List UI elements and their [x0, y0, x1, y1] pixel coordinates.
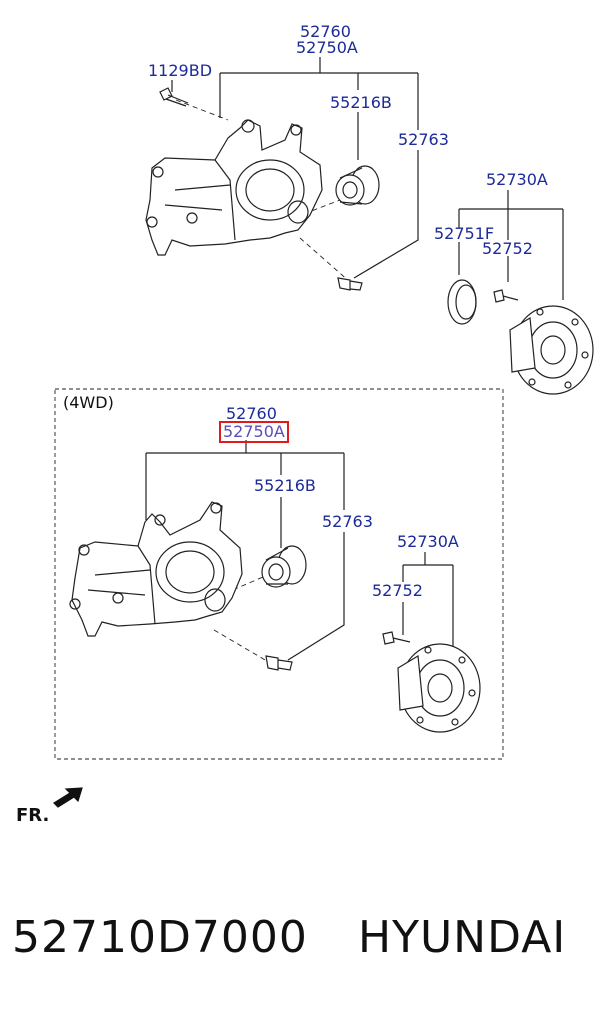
- bolt-52763-top: [337, 277, 363, 291]
- front-arrow-icon: [53, 787, 83, 808]
- stud-52752-fourwd: [382, 631, 411, 645]
- label-52730a-top[interactable]: 52730A: [486, 170, 548, 189]
- footer-part-number: 52710D7000: [12, 912, 308, 963]
- seal-52751f: [447, 279, 477, 325]
- label-52763-fourwd[interactable]: 52763: [322, 512, 373, 531]
- parts-diagram: [53, 57, 594, 808]
- label-52760-fourwd[interactable]: 52760: [226, 404, 277, 423]
- hub-top: [509, 305, 594, 395]
- knuckle-top: [145, 119, 323, 256]
- label-1129bd[interactable]: 1129BD: [148, 61, 213, 80]
- fourwd-box: [54, 388, 504, 760]
- stud-52752-top: [493, 289, 519, 303]
- front-direction-label: FR.: [16, 805, 50, 826]
- label-55216b-top[interactable]: 55216B: [330, 93, 392, 112]
- label-52750a-top[interactable]: 52750A: [296, 38, 358, 57]
- bolt-52763-fourwd: [265, 655, 293, 671]
- label-52763-top[interactable]: 52763: [398, 130, 449, 149]
- knuckle-fourwd: [69, 501, 243, 637]
- bushing-top: [335, 165, 380, 206]
- top-leader-lines: [171, 57, 564, 300]
- label-52752-fourwd[interactable]: 52752: [372, 581, 423, 600]
- hub-fourwd: [397, 643, 481, 733]
- label-52752-top[interactable]: 52752: [482, 239, 533, 258]
- label-55216b-fourwd[interactable]: 55216B: [254, 476, 316, 495]
- label-52751f[interactable]: 52751F: [434, 224, 495, 243]
- label-52750a-fourwd-highlighted[interactable]: 52750A: [219, 421, 289, 443]
- label-52730a-fourwd[interactable]: 52730A: [397, 532, 459, 551]
- fourwd-title: (4WD): [63, 393, 114, 412]
- label-52760-top[interactable]: 52760: [300, 22, 351, 41]
- footer-brand: HYUNDAI: [358, 912, 567, 963]
- bushing-fourwd: [261, 545, 307, 588]
- bolt-1129bd: [159, 87, 189, 107]
- fourwd-leader-lines: [145, 440, 454, 661]
